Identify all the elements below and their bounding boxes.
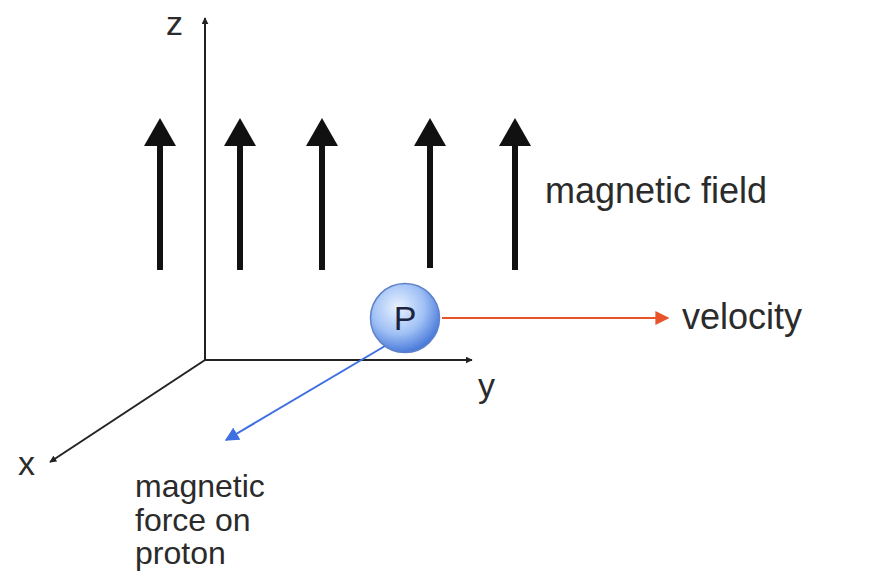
z-axis [204,18,206,360]
field-arrow [144,118,176,270]
axis-label: z [166,6,183,42]
field-arrows [144,118,531,270]
velocity-label: velocity [682,298,802,336]
field-arrow [306,118,338,270]
axes [50,18,472,462]
particle-letter: P [394,301,417,335]
proton-circle: P [369,282,441,354]
field-arrow [499,118,531,270]
velocity-arrow [442,317,668,319]
axis-label: x [18,446,35,482]
force-label: magnetic force on proton [135,470,300,571]
axis-label: y [478,368,495,404]
force-arrow [226,346,385,440]
field-arrow [224,118,256,270]
y-axis [205,359,472,361]
field-label: magnetic field [545,172,767,210]
proton-ball [371,284,440,353]
field-arrow [414,118,446,268]
x-axis [50,360,205,462]
